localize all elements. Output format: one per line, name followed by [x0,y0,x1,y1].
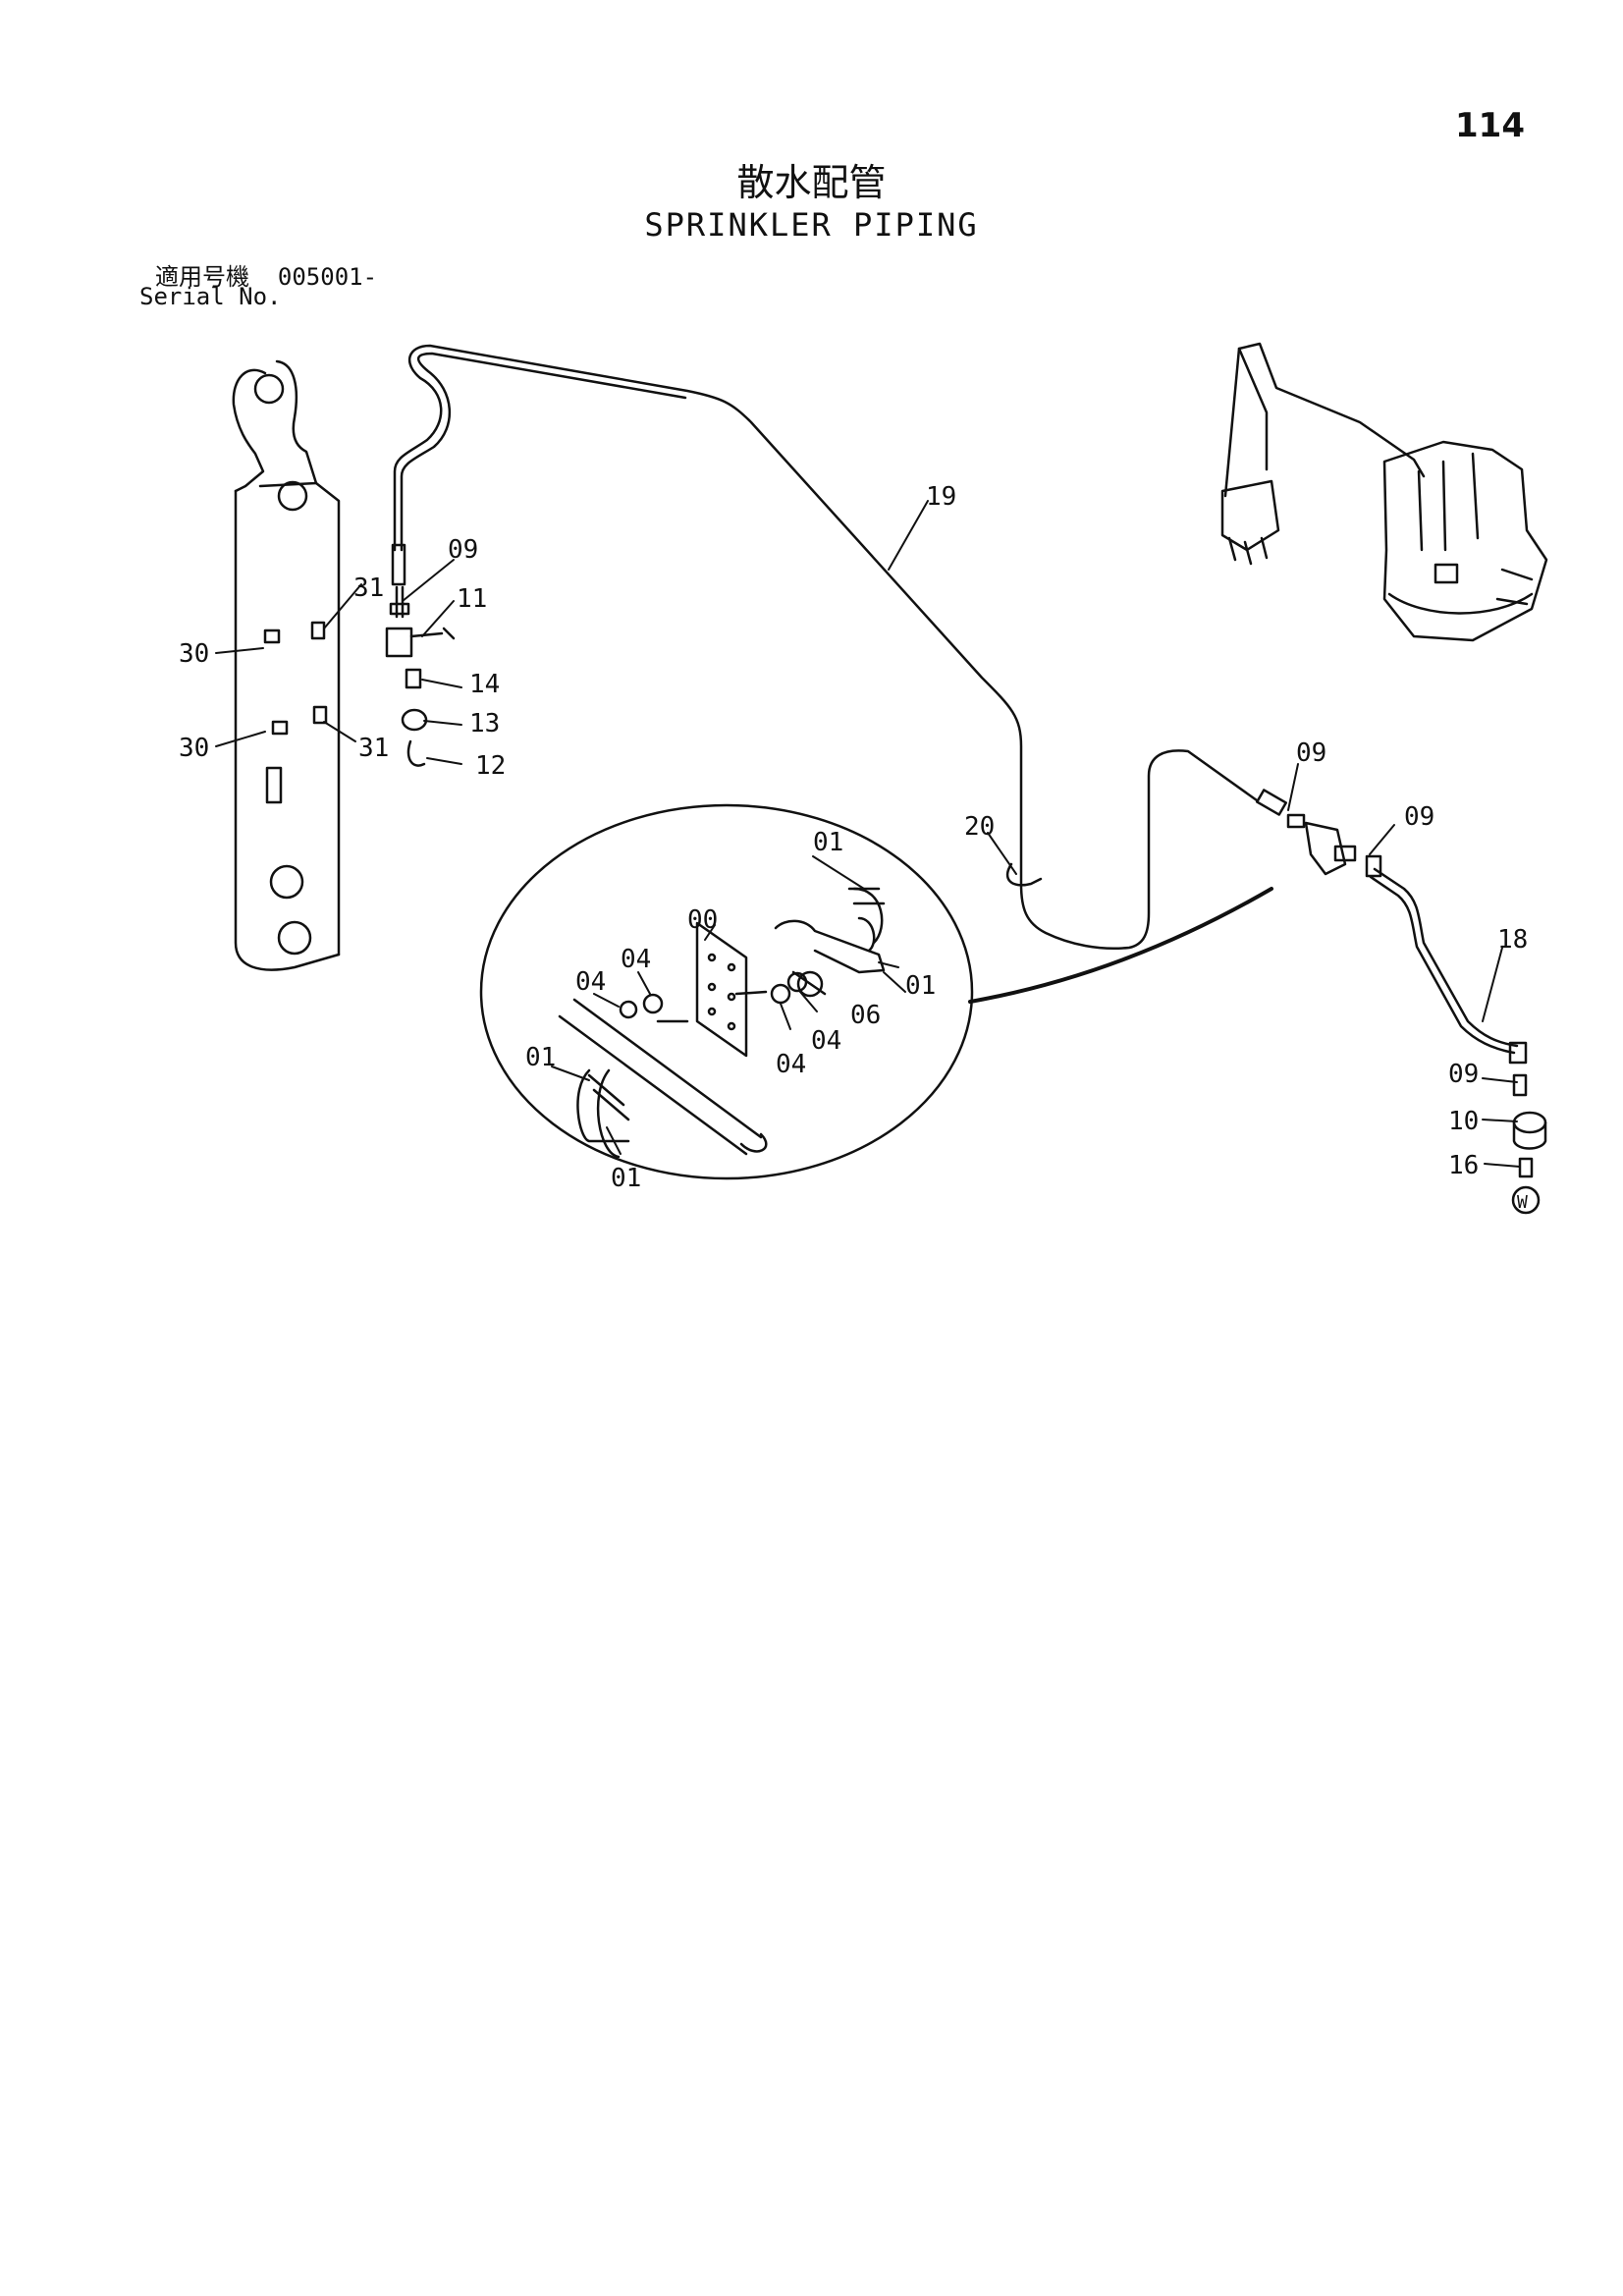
callout-18: 18 [1497,925,1528,955]
callout-14: 14 [469,670,500,699]
detail-callout-04: 04 [776,1050,806,1079]
pipe-19 [393,344,1259,950]
callout-09: 09 [448,535,478,565]
serial-label-english: Serial No. [139,283,282,310]
page-title-japanese: 散水配管 [736,161,887,204]
callout-20: 20 [964,812,995,842]
detail-callout-01: 01 [611,1164,641,1193]
serial-line-japanese: 適用号機 005001- [155,257,377,292]
detail-callout-01: 01 [525,1043,556,1072]
leader-lines [215,500,1521,1168]
page-number: 114 [1455,106,1525,145]
serial-label-japanese: 適用号機 [155,263,249,291]
callout-19: 19 [926,482,956,512]
excavator-illustration [1220,342,1548,642]
callout-09: 09 [1404,802,1434,832]
callout-12: 12 [475,751,506,781]
detail-callout-04: 04 [575,967,606,997]
callout-labels: 09 11 31 30 14 13 30 31 12 19 09 20 09 1… [179,482,1528,1213]
callout-10: 10 [1448,1107,1479,1136]
callout-31: 31 [353,574,384,603]
detail-callout-04: 04 [621,945,651,974]
callout-11: 11 [457,584,487,614]
pipe-18 [1373,867,1519,1048]
boom-arm [232,359,341,971]
left-fittings [385,543,456,767]
callout-16: 16 [1448,1151,1479,1180]
callout-09: 09 [1448,1060,1479,1089]
clamp-20 [1005,862,1043,887]
callout-13: 13 [469,709,500,738]
detail-callout-01: 01 [813,828,843,857]
callout-w: W [1517,1192,1528,1213]
detail-callout-01: 01 [905,971,936,1001]
serial-value: 005001- [277,263,378,291]
zoom-lead [968,887,1273,1004]
page-title-english: SPRINKLER PIPING [644,206,979,244]
callout-09: 09 [1296,738,1326,768]
detail-callout-04: 04 [811,1026,841,1056]
detail-callout-06: 06 [850,1001,881,1030]
callout-30: 30 [179,734,209,763]
callout-31: 31 [358,734,389,763]
right-fittings [1255,789,1547,1215]
detail-oval [479,803,974,1180]
callout-30: 30 [179,639,209,669]
detail-assembly [558,887,886,1159]
detail-callout-00: 00 [687,905,718,935]
